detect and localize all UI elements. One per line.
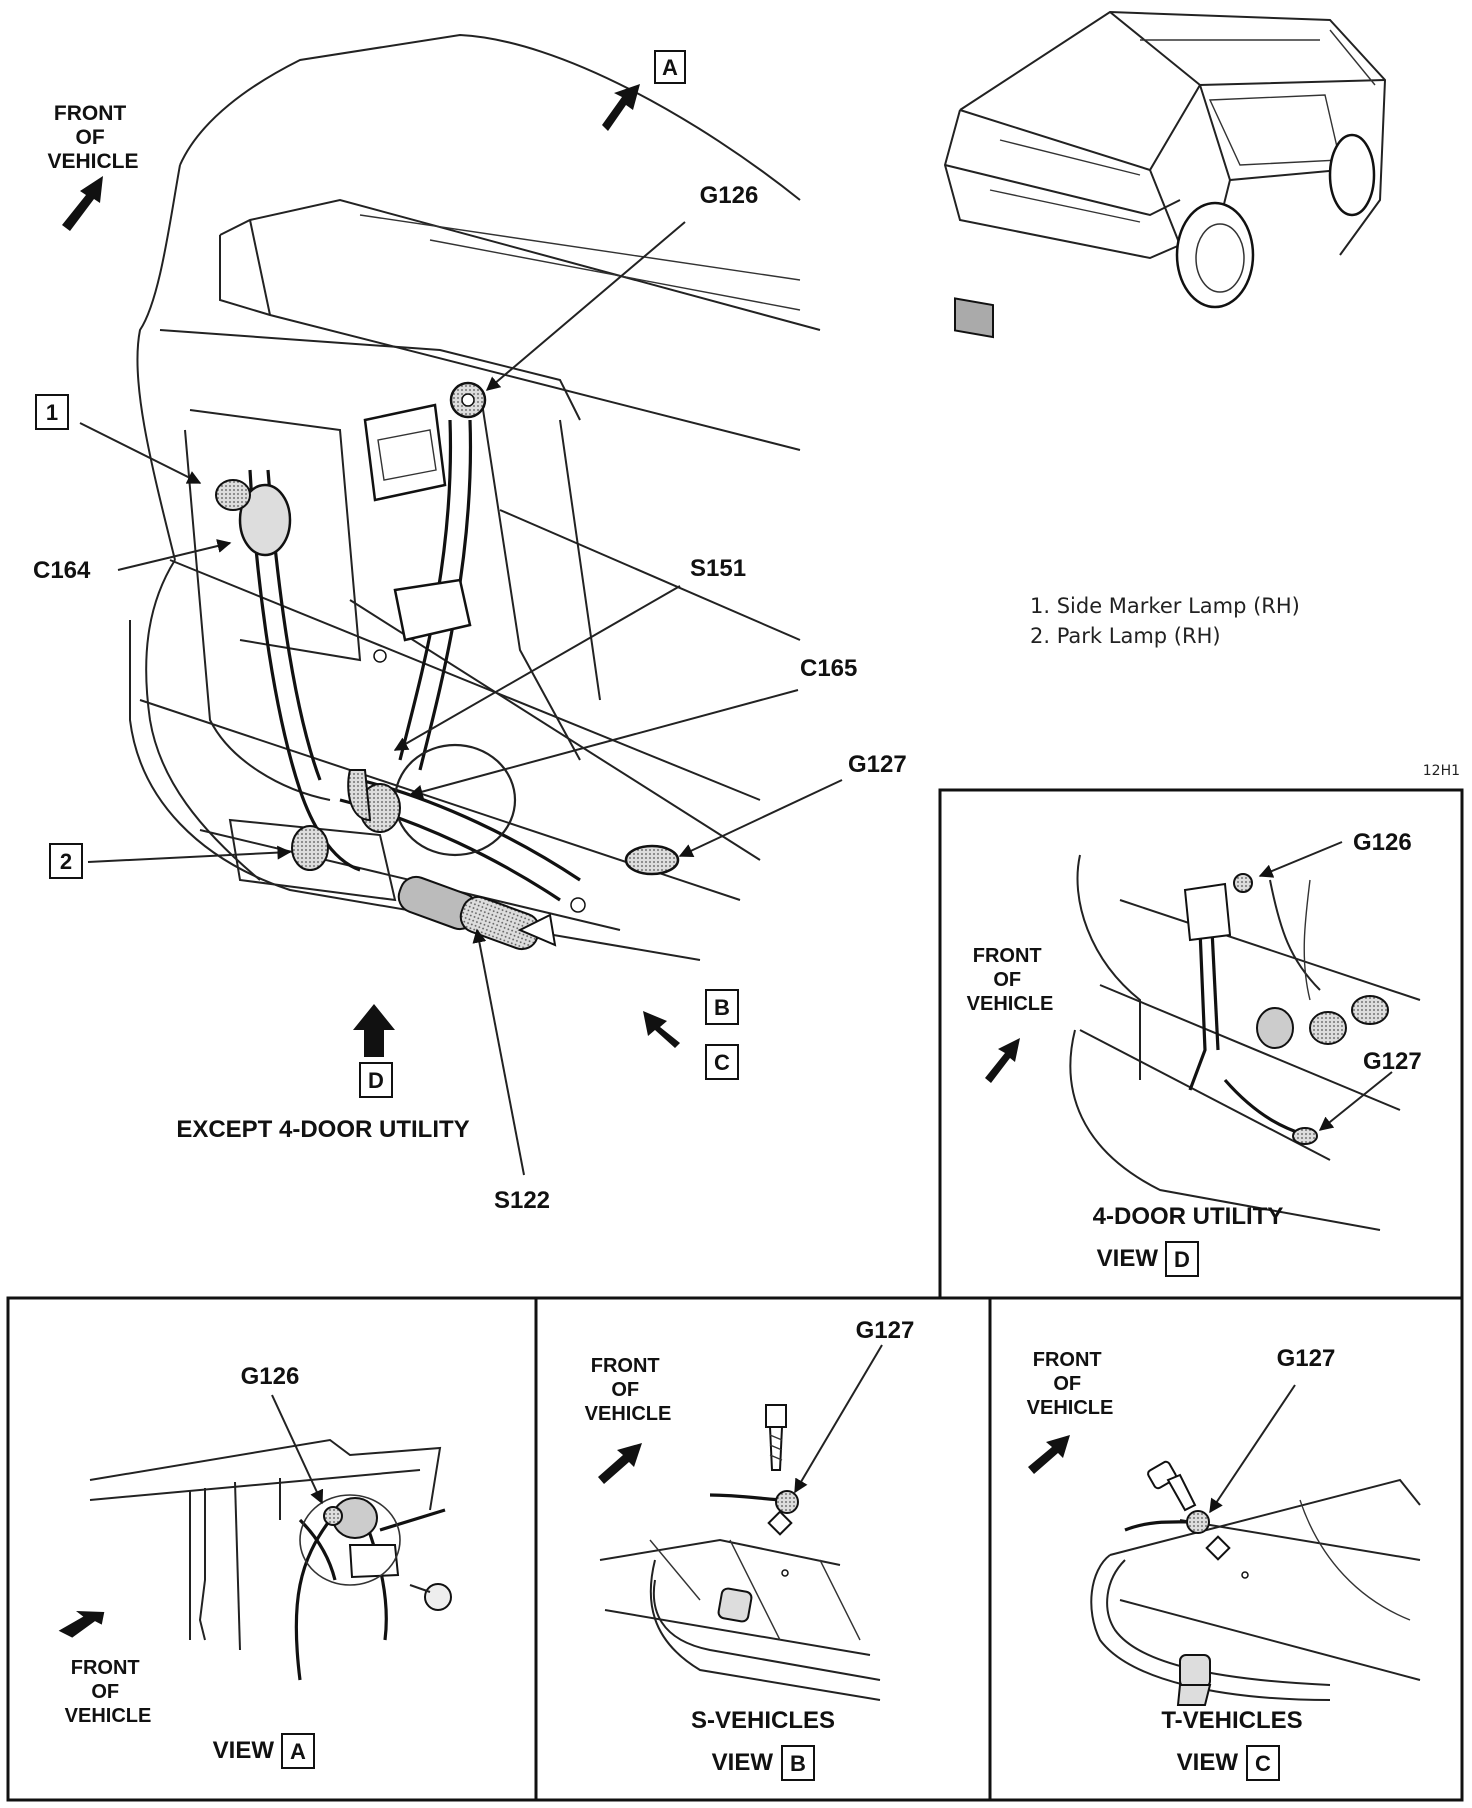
- view-c-letter-box: C: [1246, 1745, 1280, 1781]
- view-letter-c-main: C: [705, 1044, 739, 1080]
- front-direction-arrow-view-c: [1028, 1435, 1070, 1474]
- g127-label-view-b: G127: [856, 1317, 915, 1344]
- front-of-vehicle-label-view-d: FRONT OF VEHICLE: [967, 945, 1054, 1015]
- front-direction-arrow-view-d: [985, 1038, 1020, 1083]
- svg-text:C: C: [714, 1050, 730, 1075]
- g127-ground-eyelet: [624, 844, 680, 876]
- view-letter-d-main: D: [359, 1062, 393, 1098]
- s122-label: S122: [494, 1187, 550, 1214]
- view-d-letter-box: D: [1165, 1241, 1199, 1277]
- view-bc-direction-arrow: [643, 1011, 680, 1048]
- view-d-view-word: VIEW: [1097, 1245, 1159, 1272]
- svg-text:A: A: [662, 55, 678, 80]
- view-d-illustration: [1069, 854, 1421, 1231]
- view-a-view-word: VIEW: [213, 1737, 275, 1764]
- c164-label: C164: [33, 557, 91, 584]
- svg-text:A: A: [290, 1739, 306, 1764]
- front-direction-arrow-view-b: [598, 1443, 642, 1484]
- view-b-illustration: [599, 1404, 881, 1701]
- view-d-title: 4-DOOR UTILITY: [1093, 1203, 1284, 1230]
- svg-text:1: 1: [46, 400, 58, 425]
- s151-label: S151: [690, 555, 746, 582]
- svg-text:B: B: [714, 995, 730, 1020]
- svg-text:D: D: [1174, 1247, 1190, 1272]
- view-c-view-word: VIEW: [1177, 1749, 1239, 1776]
- front-direction-arrow-main: [62, 176, 103, 231]
- view-b-title: S-VEHICLES: [691, 1707, 835, 1734]
- front-of-vehicle-label-view-b: FRONT OF VEHICLE: [585, 1355, 672, 1425]
- g127-label-view-d: G127: [1363, 1048, 1422, 1075]
- item-number-1: 1: [35, 394, 69, 430]
- main-leader-lines: [79, 221, 843, 1176]
- legend-item-2: 2. Park Lamp (RH): [1030, 624, 1221, 648]
- legend: 1. Side Marker Lamp (RH) 2. Park Lamp (R…: [1030, 594, 1307, 648]
- item-number-2: 2: [49, 843, 83, 879]
- svg-text:B: B: [790, 1751, 806, 1776]
- front-of-vehicle-label-view-a: FRONT OF VEHICLE: [65, 1657, 152, 1727]
- view-a-illustration: [89, 1438, 452, 1681]
- legend-item-1: 1. Side Marker Lamp (RH): [1030, 594, 1300, 618]
- view-d-direction-arrow: [353, 1004, 395, 1057]
- view-a-letter-box: A: [281, 1733, 315, 1769]
- front-direction-arrow-view-a: [58, 1611, 105, 1638]
- g126-label-main: G126: [700, 182, 759, 209]
- g126-label-view-a: G126: [241, 1363, 300, 1390]
- view-letter-a-main: A: [654, 50, 686, 84]
- view-letter-b-main: B: [705, 989, 739, 1025]
- svg-text:C: C: [1255, 1751, 1271, 1776]
- view-c-panel: [988, 1296, 1464, 1802]
- view-c-illustration: [1090, 1460, 1421, 1706]
- vehicle-sketch: [943, 10, 1387, 339]
- front-of-vehicle-label-view-c: FRONT OF VEHICLE: [1027, 1349, 1114, 1419]
- view-a-direction-arrow: [602, 84, 640, 131]
- view-b-view-word: VIEW: [712, 1749, 774, 1776]
- g126-label-view-d: G126: [1353, 829, 1412, 856]
- c164-connector-shape: [238, 483, 292, 557]
- g127-label-view-c: G127: [1277, 1345, 1336, 1372]
- figure-code: 12H1: [1423, 763, 1460, 779]
- view-b-letter-box: B: [781, 1745, 815, 1781]
- c165-label: C165: [800, 655, 857, 682]
- svg-text:2: 2: [60, 849, 72, 874]
- main-caption: EXCEPT 4-DOOR UTILITY: [176, 1116, 469, 1143]
- main-illustration: [129, 33, 821, 961]
- g127-label-main: G127: [848, 751, 907, 778]
- view-c-title: T-VEHICLES: [1161, 1707, 1302, 1734]
- svg-text:D: D: [368, 1068, 384, 1093]
- front-of-vehicle-label-main: FRONT OF VEHICLE: [47, 102, 138, 173]
